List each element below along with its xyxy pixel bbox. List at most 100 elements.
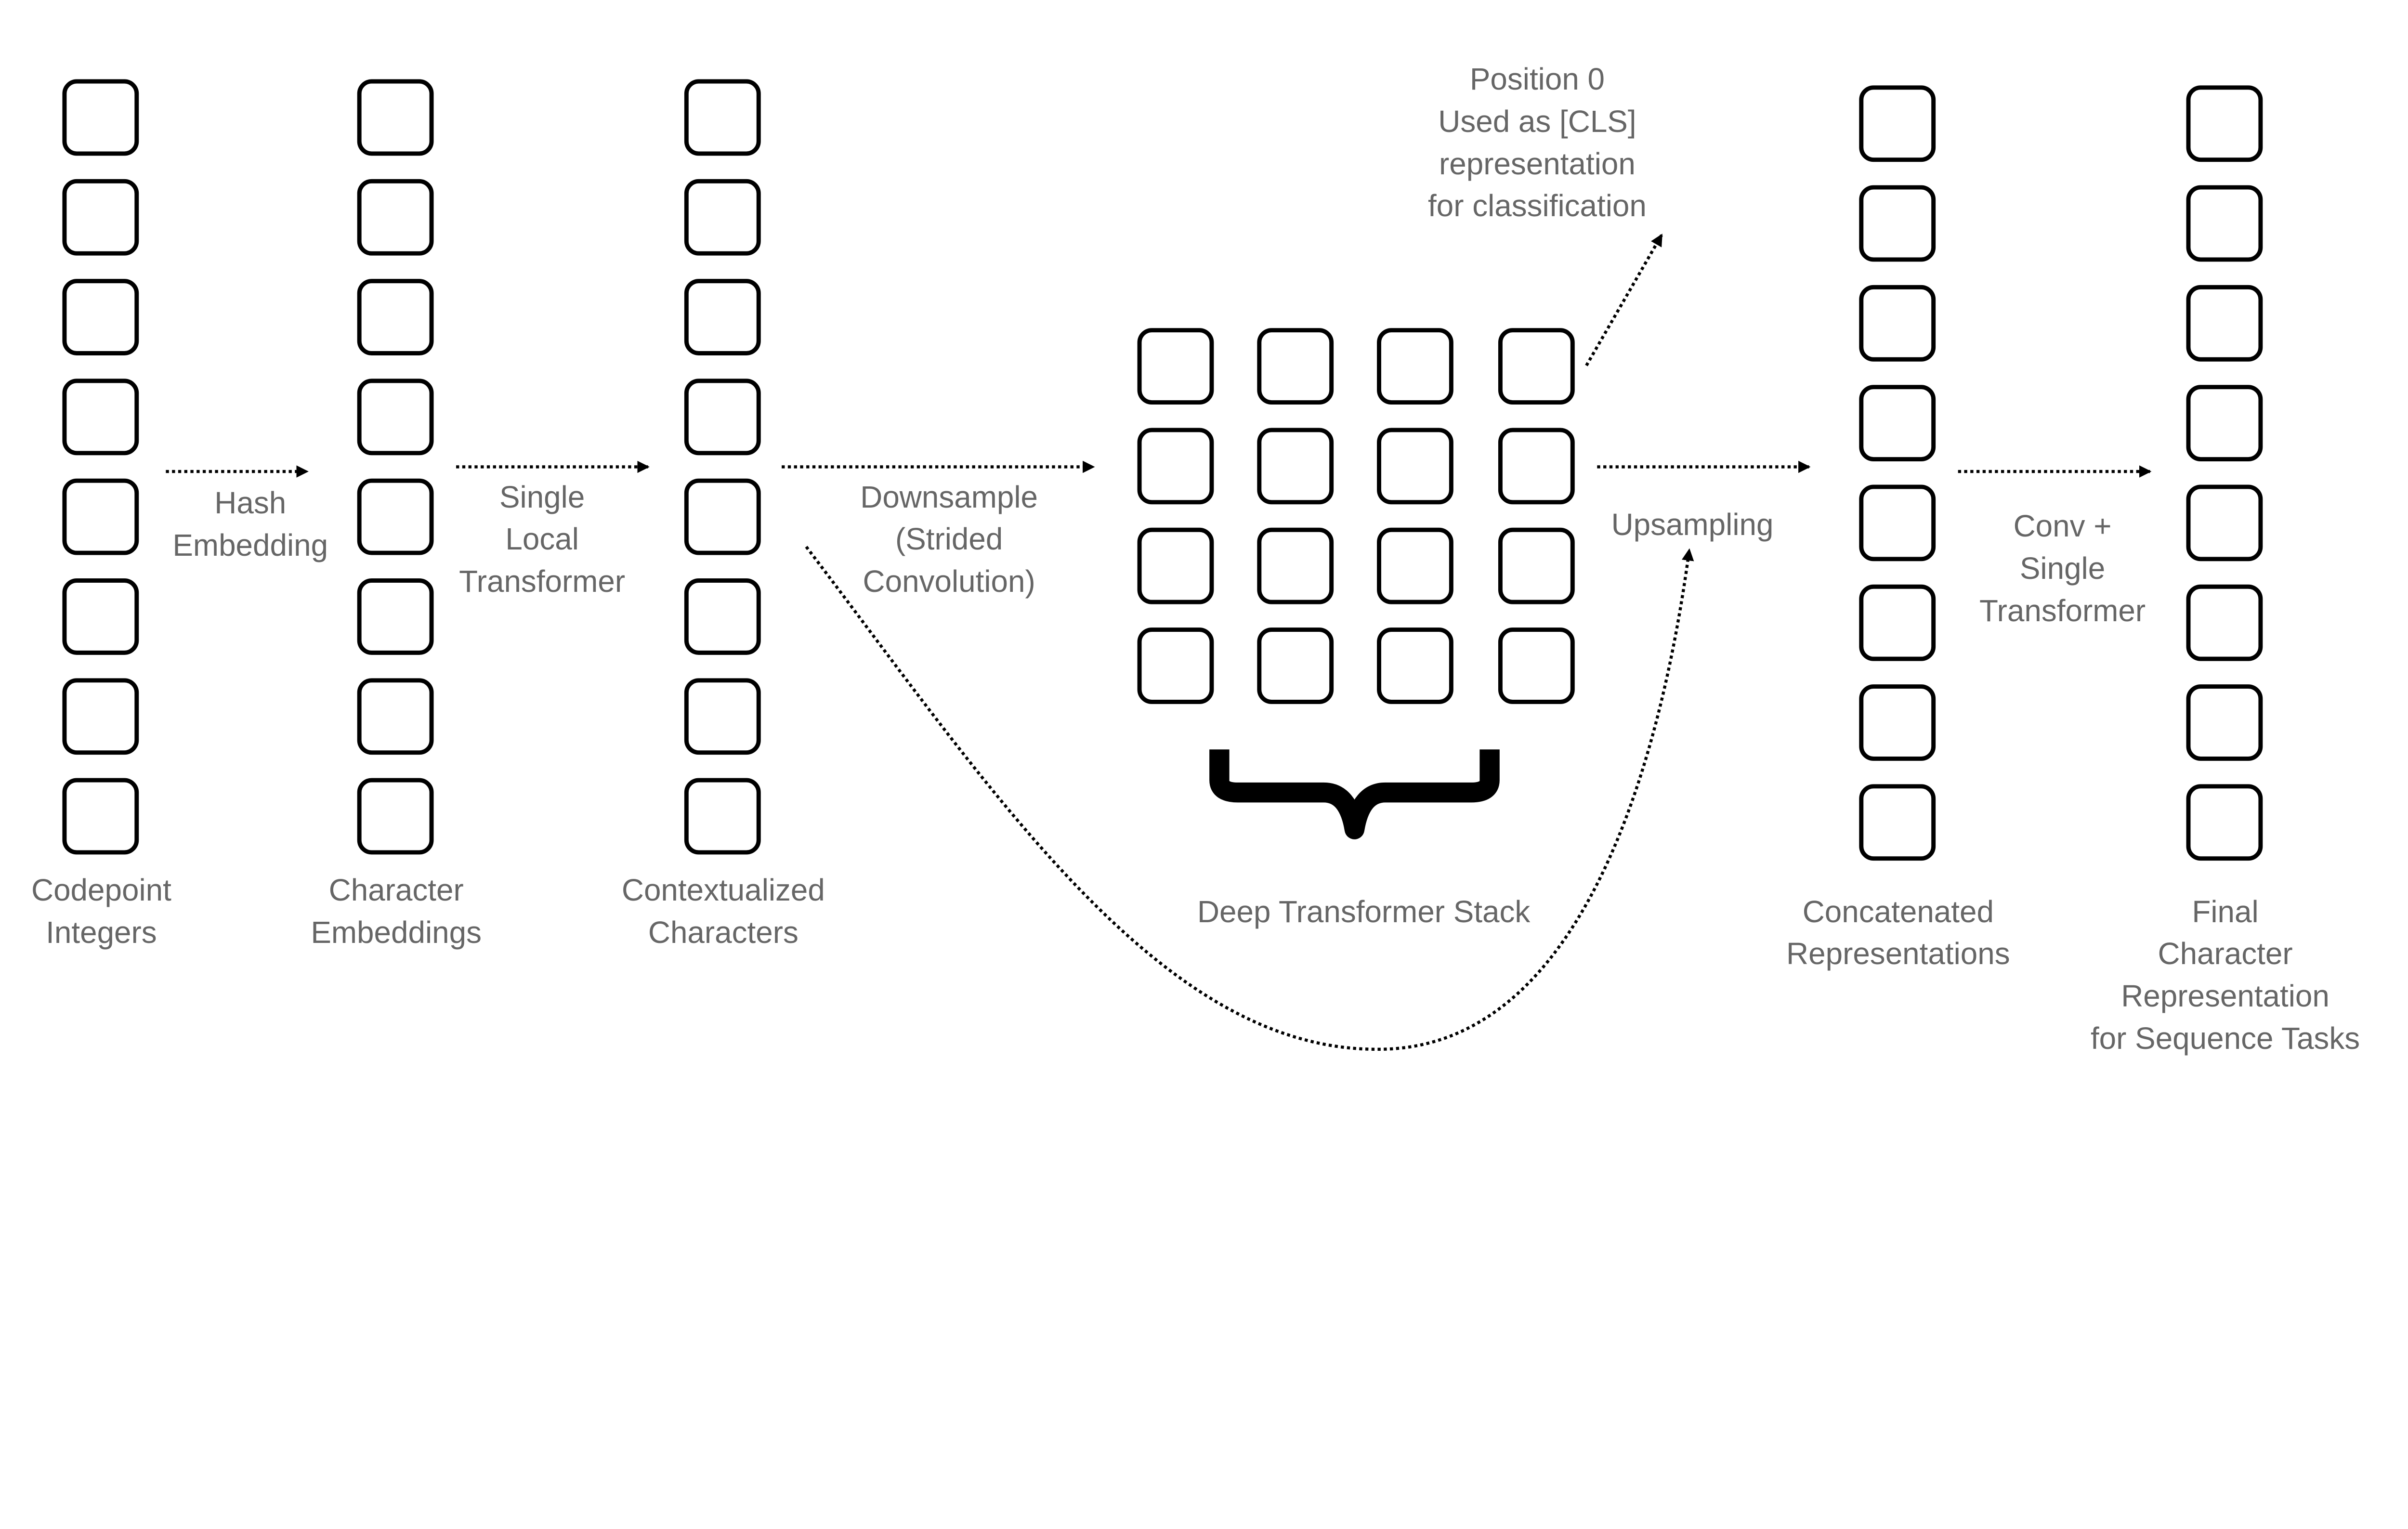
deep-transformer-box (1257, 328, 1334, 405)
label-line: (Strided (895, 522, 1003, 557)
label-line: for Sequence Tasks (2090, 1020, 2360, 1056)
contextualized-character-box (684, 79, 761, 156)
codepoint-box (62, 578, 139, 655)
label-line: Position 0 (1469, 62, 1605, 97)
label-line: Final (2192, 894, 2259, 929)
codepoint-box (62, 379, 139, 456)
label-line: Convolution) (863, 564, 1035, 599)
deep-transformer-box (1257, 527, 1334, 604)
character-embedding-box (357, 578, 434, 655)
final-representation-box (2186, 285, 2263, 362)
character-embedding-box (357, 79, 434, 156)
label-line: Representations (1786, 936, 2010, 971)
deep-transformer-box (1257, 627, 1334, 704)
label-line: Representation (2121, 979, 2329, 1014)
deep-transformer-box (1257, 428, 1334, 505)
concatenated-representation-box (1859, 85, 1936, 162)
label-line: Contextualized (621, 872, 825, 907)
concatenated-representation-box (1859, 584, 1936, 661)
label-line: Characters (648, 915, 798, 950)
deep-transformer-box (1498, 627, 1575, 704)
contextualized-character-box (684, 279, 761, 355)
deep-transformer-box (1377, 527, 1453, 604)
character-embedding-box (357, 778, 434, 855)
diagram-shapes (62, 79, 2263, 1051)
deep-transformer-box (1377, 627, 1453, 704)
deep-stack-brace (1209, 749, 1500, 839)
label-line: for classification (1428, 188, 1647, 223)
final-representation-box (2186, 584, 2263, 661)
final-representation-box (2186, 385, 2263, 462)
label-line: Local (505, 522, 579, 557)
concatenated-representation-box (1859, 285, 1936, 362)
deep-transformer-box (1498, 428, 1575, 505)
label-line: Integers (46, 915, 157, 950)
character-embedding-box (357, 678, 434, 755)
deep-transformer-box (1498, 527, 1575, 604)
contextualized-character-box (684, 578, 761, 655)
contextualized-character-box (684, 678, 761, 755)
deep-transformer-box (1498, 328, 1575, 405)
label-line: Single (499, 479, 585, 514)
label-line: Single (2019, 550, 2106, 586)
residual-skip-arrow (805, 546, 1694, 1051)
character-embedding-box (357, 279, 434, 355)
label-line: Character (2158, 936, 2293, 971)
contextualized-character-box (684, 179, 761, 256)
box-columns (62, 79, 2263, 861)
concatenated-representation-box (1859, 484, 1936, 562)
deep-transformer-stack-label: Deep Transformer Stack (1197, 891, 1530, 933)
deep-transformer-box (1137, 527, 1214, 604)
deep-transformer-box (1137, 428, 1214, 505)
final-representation-box (2186, 85, 2263, 162)
character-embedding-box (357, 379, 434, 456)
final-representation-box (2186, 684, 2263, 761)
label-line: Upsampling (1611, 507, 1774, 542)
label-line: Transformer (1979, 593, 2146, 628)
label-line: Embeddings (311, 915, 482, 950)
concatenated-representation-box (1859, 784, 1936, 861)
label-line: Hash (214, 485, 287, 521)
codepoint-box (62, 678, 139, 755)
deep-transformer-box (1377, 328, 1453, 405)
deep-transformer-box (1137, 328, 1214, 405)
contextualized-character-box (684, 478, 761, 555)
upsampling-label: Upsampling (1611, 504, 1774, 546)
concatenated-representation-box (1859, 684, 1936, 761)
final-representation-box (2186, 484, 2263, 562)
character-embedding-box (357, 179, 434, 256)
label-line: Transformer (459, 564, 626, 599)
label-line: Embedding (172, 528, 328, 563)
label-line: Deep Transformer Stack (1197, 894, 1531, 929)
codepoint-box (62, 179, 139, 256)
label-line: Used as [CLS] (1438, 104, 1636, 139)
final-representation-box (2186, 784, 2263, 861)
label-line: Character (328, 872, 464, 907)
character-embedding-box (357, 478, 434, 555)
cls-arrow (1585, 234, 1663, 366)
contextualized-character-box (684, 379, 761, 456)
codepoint-box (62, 478, 139, 555)
codepoint-box (62, 279, 139, 355)
concatenated-representation-box (1859, 385, 1936, 462)
label-line: Downsample (860, 479, 1038, 514)
label-line: Concatenated (1802, 894, 1994, 929)
deep-transformer-box (1137, 627, 1214, 704)
codepoint-box (62, 79, 139, 156)
codepoint-box (62, 778, 139, 855)
label-line: Codepoint (31, 872, 171, 907)
concatenated-representation-box (1859, 185, 1936, 262)
contextualized-character-box (684, 778, 761, 855)
deep-transformer-box (1377, 428, 1453, 505)
